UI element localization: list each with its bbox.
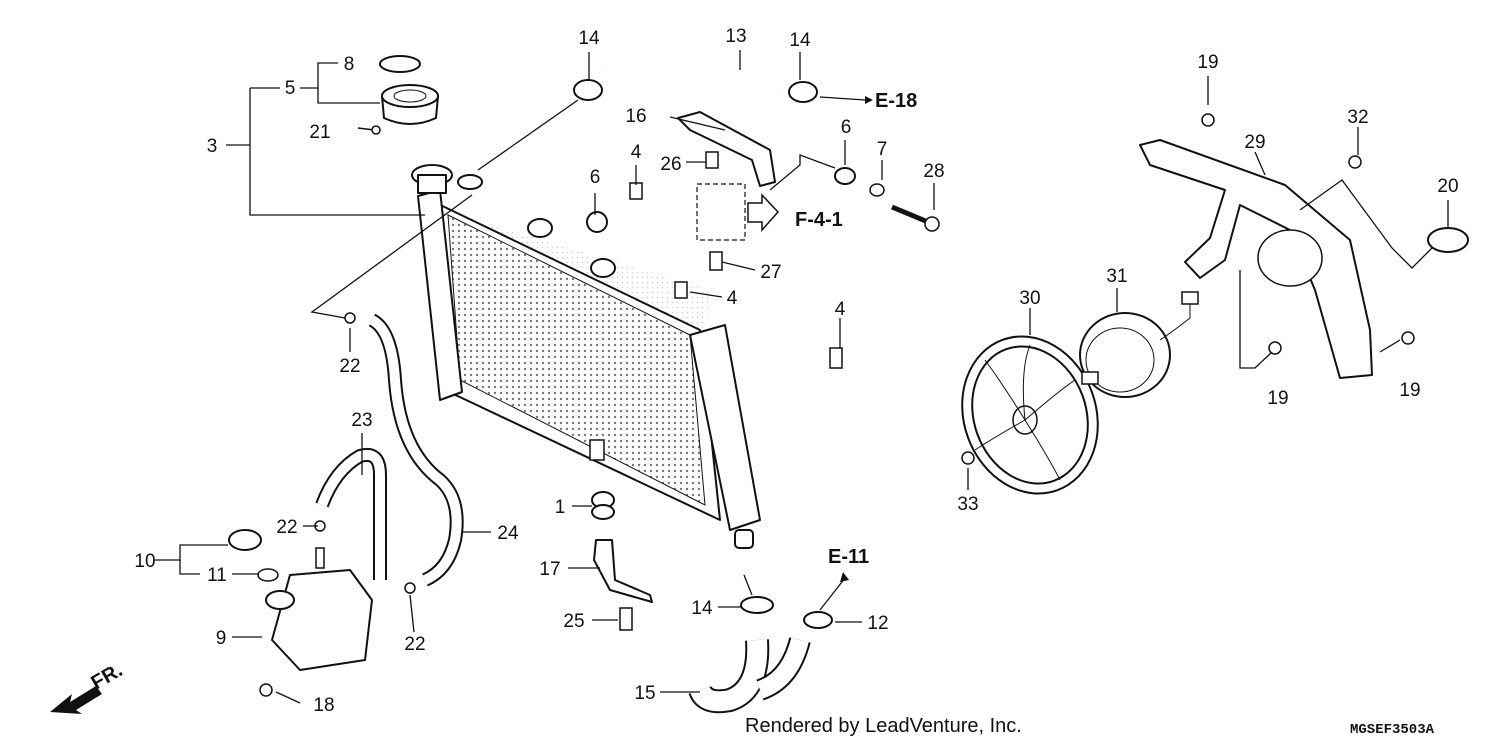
section-references: E-18 F-4-1 E-11: [795, 90, 917, 568]
callout-19: 19: [1197, 52, 1218, 73]
callout-21: 21: [309, 122, 330, 143]
callout-16: 16: [625, 106, 646, 127]
callout-15: 15: [634, 683, 655, 704]
callout-32: 32: [1347, 107, 1368, 128]
callout-7: 7: [877, 139, 888, 160]
ref-e18: E-18: [875, 90, 917, 112]
callout-6: 6: [841, 117, 852, 138]
lower-mount: [591, 491, 653, 631]
callout-14: 14: [691, 598, 713, 619]
callout-9: 9: [216, 628, 227, 649]
callout-4: 4: [835, 299, 846, 320]
callout-26: 26: [660, 154, 681, 175]
fan-motor: [1079, 291, 1199, 398]
upper-hose: [573, 35, 818, 103]
radiator-cap: [357, 55, 439, 135]
ref-e11: E-11: [828, 546, 869, 568]
callout-20: 20: [1437, 176, 1458, 197]
callout-11: 11: [207, 565, 227, 586]
callout-6: 6: [590, 167, 601, 188]
callout-4: 4: [727, 288, 738, 309]
radiator: [411, 164, 761, 549]
callout-22: 22: [276, 517, 297, 538]
callout-28: 28: [923, 161, 944, 182]
callout-8: 8: [344, 54, 355, 75]
callout-27: 27: [760, 262, 781, 283]
ref-f41: F-4-1: [795, 209, 843, 231]
callout-14: 14: [789, 30, 811, 51]
diagram-code: MGSEF3503A: [1350, 722, 1435, 738]
callout-12: 12: [867, 613, 888, 634]
cooling-fan: [961, 335, 1099, 495]
callout-22: 22: [404, 634, 425, 655]
callout-labels: 14 13 14 8 5 21 3 16 4 26 6 6 7 28 27 4 …: [134, 26, 1458, 716]
callout-1: 1: [555, 497, 566, 518]
leader-lines: [155, 50, 1449, 704]
callout-4: 4: [631, 142, 642, 163]
callout-17: 17: [539, 559, 560, 580]
callout-24: 24: [497, 523, 519, 544]
render-credit: Rendered by LeadVenture, Inc.: [745, 715, 1022, 737]
front-direction-arrow: FR.: [50, 659, 126, 714]
callout-5: 5: [285, 78, 296, 99]
callout-22: 22: [339, 356, 360, 377]
callout-18: 18: [313, 695, 334, 716]
callout-23: 23: [351, 410, 372, 431]
siphon-hoses: [314, 312, 464, 594]
callout-19: 19: [1399, 380, 1420, 401]
fan-shroud: [961, 113, 1469, 465]
callout-25: 25: [563, 611, 584, 632]
callout-10: 10: [134, 551, 155, 572]
lower-hose: [688, 596, 833, 714]
callout-33: 33: [957, 494, 978, 515]
callout-29: 29: [1244, 132, 1265, 153]
callout-13: 13: [725, 26, 746, 47]
callout-30: 30: [1019, 288, 1040, 309]
callout-14: 14: [578, 28, 600, 49]
callout-19: 19: [1267, 388, 1288, 409]
callout-31: 31: [1106, 266, 1127, 287]
callout-3: 3: [207, 136, 218, 157]
reserve-tank: [228, 529, 373, 697]
bracket-16: [586, 111, 940, 369]
